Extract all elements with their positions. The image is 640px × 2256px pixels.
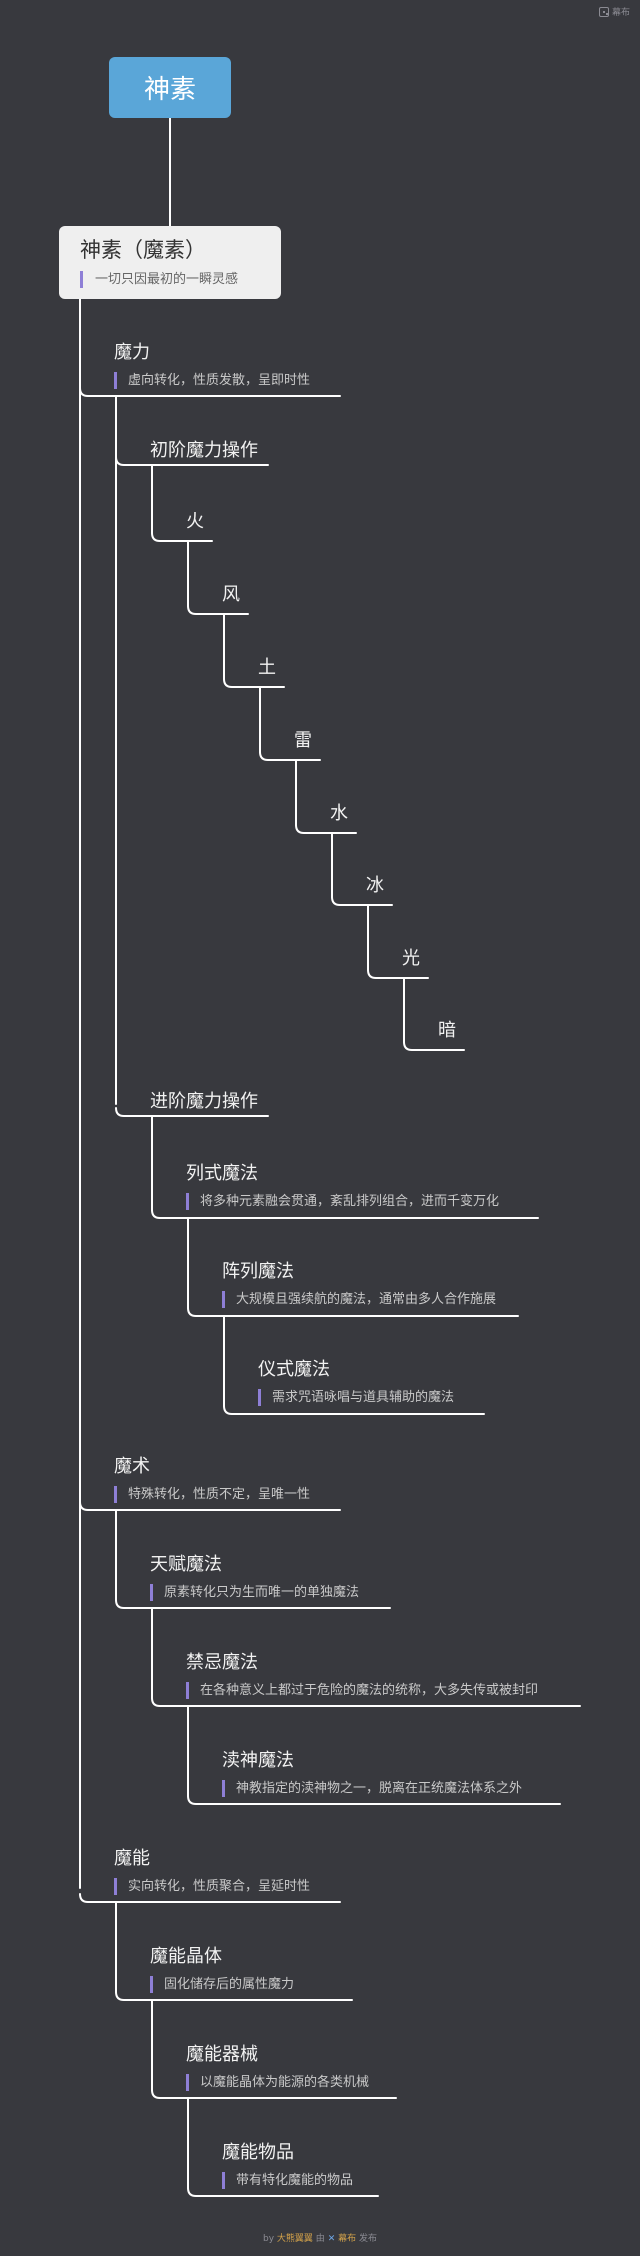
connector-energy [79, 1893, 341, 1903]
footer-brand-link[interactable]: 幕布 [338, 2234, 357, 2244]
connector-water [295, 824, 357, 834]
main-topic-title: 神素（魔素） [80, 238, 206, 262]
connector-earth [223, 678, 285, 688]
connector-blasphemy-magic [187, 1795, 561, 1805]
node-basic-ops[interactable]: 初阶魔力操作 [150, 436, 258, 462]
node-blasphemy-magic-note: 神教指定的渎神物之一，脱离在正统魔法体系之外 [222, 1780, 522, 1797]
node-energy-item-label: 魔能物品 [222, 2142, 294, 2163]
main-topic-node[interactable]: 神素（魔素） 一切只因最初的一瞬灵感 [59, 226, 281, 299]
node-forbidden-magic-label: 禁忌魔法 [186, 1652, 258, 1673]
node-energy-item-note: 带有特化魔能的物品 [222, 2172, 353, 2189]
connector-energy-crystal [115, 1991, 353, 2001]
connector-ritual-magic [223, 1405, 485, 1415]
connector-talent-magic [115, 1599, 391, 1609]
node-energy[interactable]: 魔能 实向转化，性质聚合，呈延时性 [114, 1844, 310, 1895]
brand-name: 幕布 [611, 8, 630, 18]
connector-forbidden-magic [151, 1697, 581, 1707]
node-advanced-ops-label: 进阶魔力操作 [150, 1091, 258, 1112]
node-advanced-ops[interactable]: 进阶魔力操作 [150, 1087, 258, 1113]
connector-array-magic [187, 1307, 519, 1317]
element-thunder[interactable]: 雷 [294, 730, 312, 751]
node-list-magic[interactable]: 列式魔法 将多种元素融会贯通，紊乱排列组合，进而千变万化 [186, 1159, 499, 1210]
node-array-magic[interactable]: 阵列魔法 大规模且强续航的魔法，通常由多人合作施展 [222, 1257, 496, 1308]
root-node[interactable]: 神素 [109, 57, 231, 118]
node-magic-note: 虚向转化，性质发散，呈即时性 [114, 372, 310, 389]
node-talent-magic-note: 原素转化只为生而唯一的单独魔法 [150, 1584, 359, 1601]
node-magic[interactable]: 魔力 虚向转化，性质发散，呈即时性 [114, 338, 310, 389]
node-sorcery[interactable]: 魔术 特殊转化，性质不定，呈唯一性 [114, 1452, 310, 1503]
node-energy-note: 实向转化，性质聚合，呈延时性 [114, 1878, 310, 1895]
connector-energy-item [187, 2187, 379, 2197]
element-water[interactable]: 水 [330, 803, 348, 824]
node-blasphemy-magic[interactable]: 渎神魔法 神教指定的渎神物之一，脱离在正统魔法体系之外 [222, 1746, 522, 1797]
node-sorcery-label: 魔术 [114, 1456, 150, 1477]
node-ritual-magic[interactable]: 仪式魔法 需求咒语咏唱与道具辅助的魔法 [258, 1355, 454, 1406]
connector-thunder [259, 751, 321, 761]
node-ritual-magic-note: 需求咒语咏唱与道具辅助的魔法 [258, 1389, 454, 1406]
node-energy-crystal-label: 魔能晶体 [150, 1946, 222, 1967]
connector-energy-machine [151, 2089, 397, 2099]
footer-tail: 发布 [359, 2234, 378, 2244]
footer-by: by [262, 2234, 275, 2244]
node-list-magic-label: 列式魔法 [186, 1163, 258, 1184]
connector-ice [331, 896, 393, 906]
node-energy-machine[interactable]: 魔能器械 以魔能晶体为能源的各类机械 [186, 2040, 369, 2091]
connector-light [367, 969, 429, 979]
node-basic-ops-label: 初阶魔力操作 [150, 440, 258, 461]
element-earth[interactable]: 土 [258, 657, 276, 678]
node-energy-item[interactable]: 魔能物品 带有特化魔能的物品 [222, 2138, 353, 2189]
element-fire[interactable]: 火 [186, 511, 204, 532]
element-wind[interactable]: 风 [222, 584, 240, 605]
element-ice[interactable]: 冰 [366, 875, 384, 896]
mubu-x-icon: ✕ [327, 2234, 336, 2244]
connector-sorcery [79, 1501, 341, 1511]
brand-badge[interactable]: 幕布 [598, 5, 630, 18]
node-forbidden-magic[interactable]: 禁忌魔法 在各种意义上都过于危险的魔法的统称，大多失传或被封印 [186, 1648, 538, 1699]
connector-fire [151, 532, 213, 542]
node-sorcery-note: 特殊转化，性质不定，呈唯一性 [114, 1486, 310, 1503]
node-energy-machine-note: 以魔能晶体为能源的各类机械 [186, 2074, 369, 2091]
connector-wind [187, 605, 249, 615]
footer-mid: 由 [315, 2234, 325, 2244]
footer-credit: by 大熊翼翼 由 ✕ 幕布 发布 [0, 2231, 640, 2244]
node-magic-label: 魔力 [114, 342, 150, 363]
node-list-magic-note: 将多种元素融会贯通，紊乱排列组合，进而千变万化 [186, 1193, 499, 1210]
connector-basic-ops [115, 456, 269, 466]
node-blasphemy-magic-label: 渎神魔法 [222, 1750, 294, 1771]
node-forbidden-magic-note: 在各种意义上都过于危险的魔法的统称，大多失传或被封印 [186, 1682, 538, 1699]
node-ritual-magic-label: 仪式魔法 [258, 1359, 330, 1380]
node-energy-machine-label: 魔能器械 [186, 2044, 258, 2065]
element-light[interactable]: 光 [402, 948, 420, 969]
node-talent-magic[interactable]: 天赋魔法 原素转化只为生而唯一的单独魔法 [150, 1550, 359, 1601]
node-energy-crystal[interactable]: 魔能晶体 固化储存后的属性魔力 [150, 1942, 294, 1993]
mubu-logo-icon [598, 6, 609, 17]
node-array-magic-label: 阵列魔法 [222, 1261, 294, 1282]
connector-magic [79, 387, 341, 397]
element-dark[interactable]: 暗 [438, 1020, 456, 1041]
node-talent-magic-label: 天赋魔法 [150, 1554, 222, 1575]
node-array-magic-note: 大规模且强续航的魔法，通常由多人合作施展 [222, 1291, 496, 1308]
connector-dark [403, 1041, 465, 1051]
node-energy-label: 魔能 [114, 1848, 150, 1869]
connector-advanced-ops [115, 1107, 269, 1117]
main-topic-note: 一切只因最初的一瞬灵感 [80, 271, 281, 288]
connector-list-magic [151, 1209, 539, 1219]
footer-author-link[interactable]: 大熊翼翼 [276, 2234, 313, 2244]
node-energy-crystal-note: 固化储存后的属性魔力 [150, 1976, 294, 1993]
